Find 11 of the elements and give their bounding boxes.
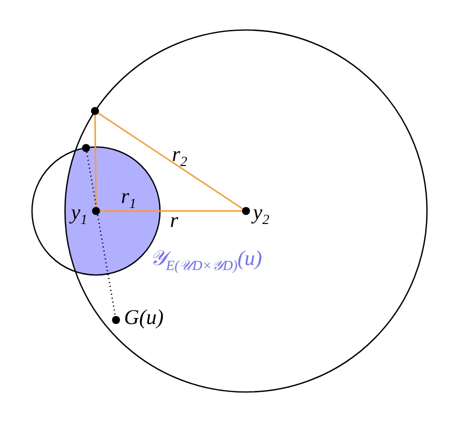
point-label: y$_{1}$: [71, 202, 88, 228]
dotted-line: [86, 152, 116, 316]
line-segment: [100, 210, 242, 212]
edge-label: r$_{2}$: [172, 144, 188, 170]
radius-label: r$_{1}$: [121, 186, 136, 212]
line-segment: [98, 112, 244, 210]
point-label: G(u): [124, 307, 164, 328]
line-segment: [94, 115, 97, 207]
point-label: y$_{2}$: [253, 202, 270, 228]
edge-label: r: [170, 210, 178, 231]
region-label: 𝒴$_{E(𝒰D×𝒴D)}$(u): [150, 248, 262, 274]
